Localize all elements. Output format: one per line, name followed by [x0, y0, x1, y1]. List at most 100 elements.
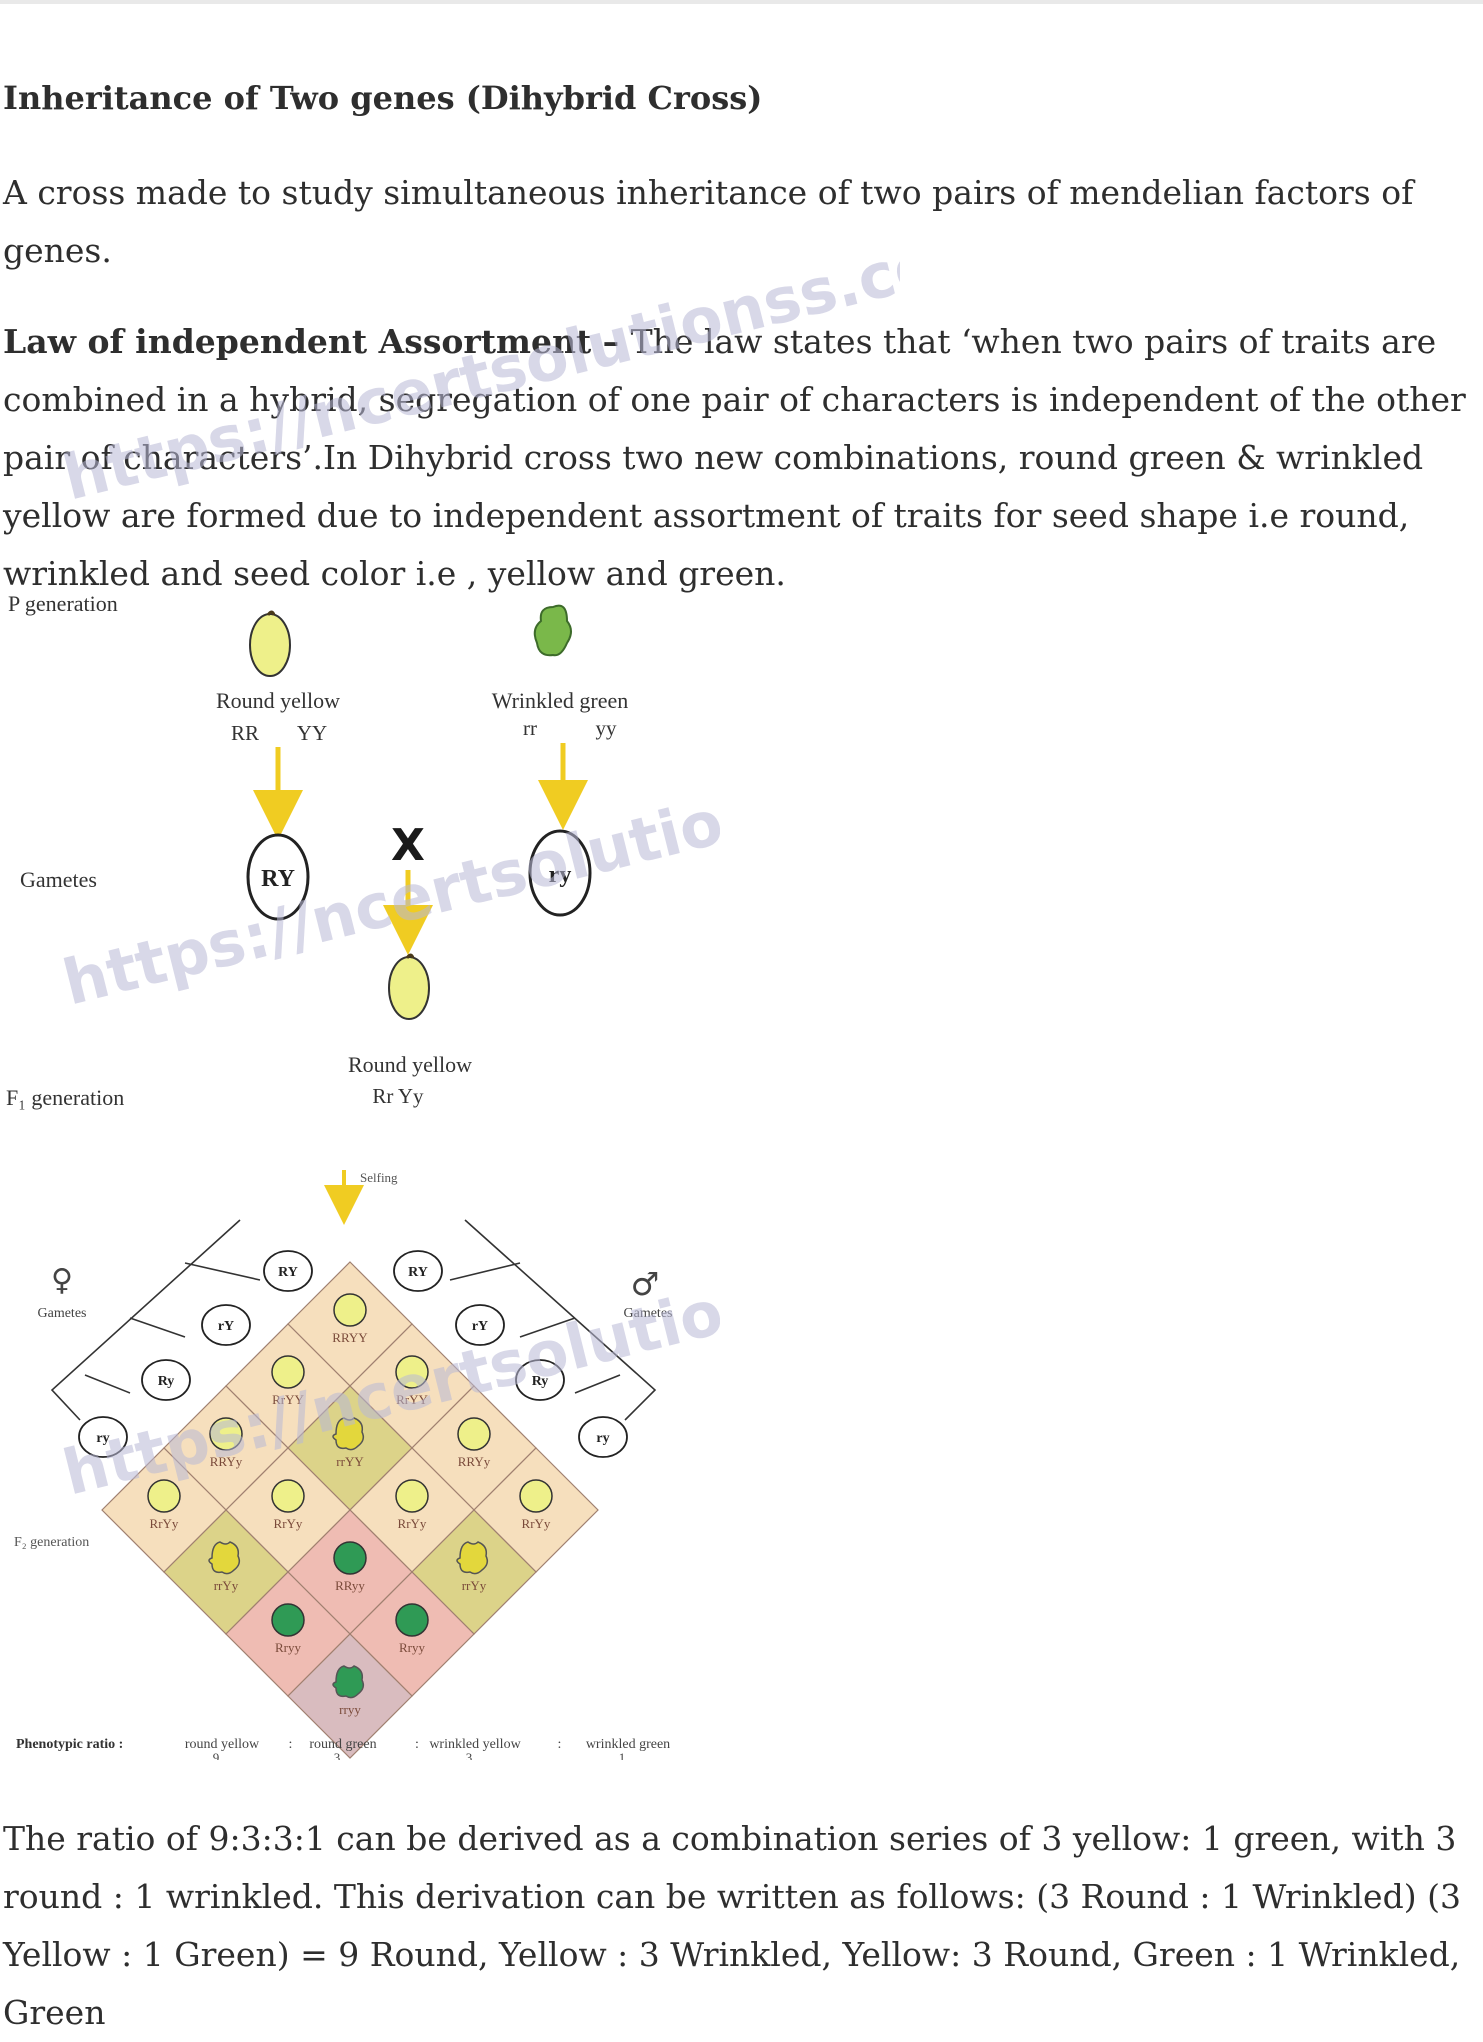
phenotype-name: round green: [309, 1737, 376, 1752]
law-dash: –: [591, 322, 631, 361]
ratio-separator: :: [415, 1737, 419, 1752]
punnett-genotype: RRYy: [458, 1454, 491, 1469]
round-yellow-seed-icon: [271, 1479, 305, 1513]
parent2-genotype-a: rr: [523, 716, 537, 740]
f2-generation-label: F₂ generation: [14, 1535, 89, 1550]
ratio-separator: :: [558, 1737, 562, 1752]
round-green-seed-icon: [395, 1603, 429, 1637]
punnett-genotype: RrYy: [274, 1516, 303, 1531]
parent1-genotype-a: RR: [231, 721, 259, 745]
law-title: Law of independent Assortment: [3, 322, 592, 361]
round-yellow-seed-icon: [395, 1355, 429, 1389]
f1-generation-label: F₁ generation: [6, 1085, 124, 1110]
phenotypic-ratio-label: Phenotypic ratio :: [16, 1737, 123, 1752]
round-yellow-seed-icon: [147, 1479, 181, 1513]
parent2-genotype-b: yy: [596, 716, 618, 740]
phenotype-count: 9: [213, 1750, 220, 1760]
male-gamete-circle: [515, 1359, 565, 1401]
male-symbol-icon: ♂: [631, 1265, 660, 1303]
watermark: https://ncertsolutionss.com: [56, 716, 720, 1020]
punnett-genotype: RrYY: [272, 1392, 304, 1407]
phenotype-count: 3: [466, 1750, 473, 1760]
gamete-label: ry: [96, 1431, 109, 1446]
parent1-genotype-b: YY: [297, 721, 327, 745]
top-divider: [0, 0, 1483, 4]
phenotype-count: 3: [334, 1750, 341, 1760]
watermark-top-text: https://ncertsolutionss.com: [56, 211, 900, 515]
round-yellow-seed-icon: [333, 1293, 367, 1327]
law-paragraph: Law of independent Assortment – The law …: [3, 313, 1478, 603]
punnett-genotype: RrYY: [396, 1392, 428, 1407]
section-heading: Inheritance of Two genes (Dihybrid Cross…: [3, 79, 763, 117]
female-gamete-circle: [201, 1304, 251, 1346]
parent2-name: Wrinkled green: [492, 688, 629, 713]
punnett-genotype: rryy: [339, 1702, 361, 1717]
ratio-paragraph: The ratio of 9:3:3:1 can be derived as a…: [3, 1819, 1461, 2032]
gamete-label: Ry: [532, 1374, 549, 1389]
punnett-genotype: RRYY: [332, 1330, 368, 1345]
gamete-frame: [50, 1219, 657, 1421]
female-gamete-circle: [263, 1250, 313, 1292]
female-gamete-circle: [78, 1416, 128, 1458]
phenotype-name: wrinkled yellow: [429, 1737, 521, 1752]
ratio-separator: :: [289, 1737, 293, 1752]
round-green-seed-icon: [271, 1603, 305, 1637]
female-gamete-circle: [141, 1359, 191, 1401]
punnett-genotype: rrYY: [336, 1454, 364, 1469]
gamete-label: ry: [596, 1431, 609, 1446]
gamete-ry-recessive-label: ry: [549, 862, 572, 888]
f1-name: Round yellow: [348, 1052, 472, 1077]
round-yellow-seed-icon: [249, 613, 291, 677]
watermark-top: https://ncertsolutionss.com: [56, 211, 900, 515]
gamete-label: Ry: [158, 1374, 175, 1389]
gamete-ry-recessive: [528, 829, 592, 917]
phenotype-name: wrinkled green: [586, 1737, 670, 1752]
male-gametes-label: Gametes: [624, 1306, 673, 1321]
punnett-genotype: RrYy: [522, 1516, 551, 1531]
intro-paragraph: A cross made to study simultaneous inher…: [3, 173, 1414, 270]
male-gamete-circle: [455, 1304, 505, 1346]
f1-genotype: Rr Yy: [372, 1084, 424, 1108]
male-gamete-circle: [578, 1416, 628, 1458]
wrinkled-yellow-seed-icon: [208, 1541, 241, 1575]
cross-symbol: X: [391, 820, 425, 871]
selfing-label: Selfing: [360, 1170, 398, 1185]
punnett-genotype: RRyy: [335, 1578, 365, 1593]
p-generation-label: P generation: [8, 591, 118, 616]
gamete-label: rY: [472, 1319, 488, 1334]
gamete-ry-dominant-label: RY: [261, 866, 295, 892]
round-yellow-seed-icon: [457, 1417, 491, 1451]
punnett-genotype: rrYy: [214, 1578, 239, 1593]
female-gametes-label: Gametes: [38, 1306, 87, 1321]
punnett-genotype: rrYy: [462, 1578, 487, 1593]
punnett-genotype: RrYy: [398, 1516, 427, 1531]
round-yellow-seed-icon: [395, 1479, 429, 1513]
f1-seed-icon: [388, 956, 430, 1020]
punnett-genotype: RrYy: [150, 1516, 179, 1531]
phenotype-name: round yellow: [185, 1737, 260, 1752]
law-text: The law states that ‘when two pairs of t…: [3, 322, 1466, 593]
phenotype-count: 1: [619, 1750, 626, 1760]
wrinkled-green-seed-icon: [332, 1665, 365, 1699]
wrinkled-green-seed-icon: [533, 604, 572, 657]
round-yellow-seed-icon: [519, 1479, 553, 1513]
round-yellow-seed-icon: [271, 1355, 305, 1389]
gametes-label: Gametes: [20, 867, 97, 892]
gamete-label: rY: [218, 1319, 234, 1334]
punnett-genotype: Rryy: [399, 1640, 426, 1655]
round-yellow-seed-icon: [209, 1417, 243, 1451]
dihybrid-cross-diagram: P generation Round yellow RR YY Wrinkled…: [6, 591, 720, 1760]
male-gamete-circle: [393, 1250, 443, 1292]
round-green-seed-icon: [333, 1541, 367, 1575]
female-symbol-icon: ♀: [51, 1263, 73, 1298]
article-body: Inheritance of Two genes (Dihybrid Cross…: [3, 60, 1478, 603]
wrinkled-yellow-seed-icon: [456, 1541, 489, 1575]
wrinkled-yellow-seed-icon: [332, 1417, 365, 1451]
gamete-label: RY: [278, 1265, 298, 1280]
parent1-name: Round yellow: [216, 688, 340, 713]
punnett-genotype: RRYy: [210, 1454, 243, 1469]
gamete-ry-dominant: [246, 833, 310, 921]
